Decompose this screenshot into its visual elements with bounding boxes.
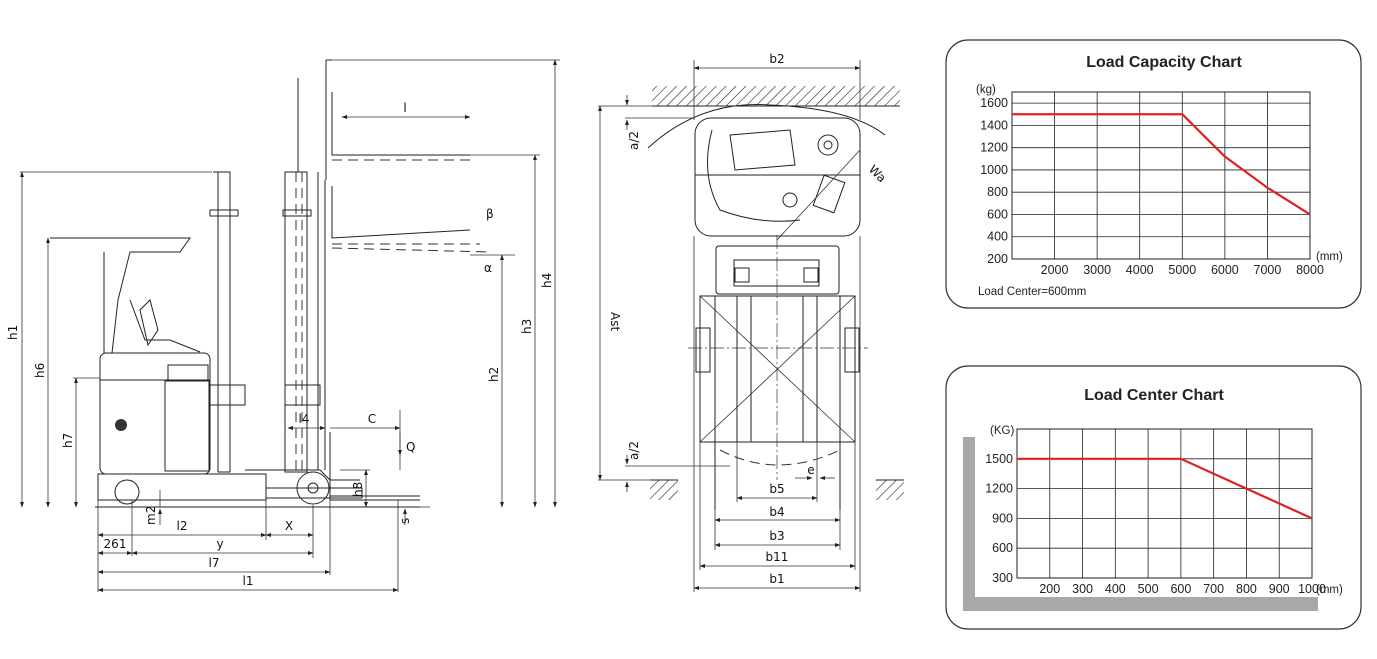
x-tick-label: 500 [1138,582,1159,596]
load-center-chart: 200 300 400 500 600 700 800 900 1000 300 600 900 120… [985,428,1326,596]
dim-c: C [368,412,376,426]
dim-ast: Ast [608,312,622,331]
dim-h6: h6 [33,363,47,378]
side-view-labels: h1 h6 h7 h2 h3 h4 h8 l l4 C Q α β m2 s l… [6,101,554,588]
x-tick-label: 5000 [1168,263,1196,277]
dim-m2: m2 [144,506,158,525]
x-tick-label: 4000 [1126,263,1154,277]
chart-title: Load Capacity Chart [1086,54,1242,71]
dim-b1: b1 [769,572,784,586]
dim-h2: h2 [487,367,501,382]
x-unit-label: (mm) [1316,584,1343,596]
y-tick-label: 1500 [985,452,1013,466]
dim-b11: b11 [766,550,789,564]
load-capacity-chart: 2000 3000 4000 5000 6000 7000 8000 200 400 600 800… [980,91,1324,277]
top-view-labels: b2 Ast a/2 a/2 Wa e b5 b4 b3 b11 b1 [608,52,889,586]
side-view-drawing [20,59,560,592]
capacity-line [1012,113,1311,216]
y-tick-label: 1600 [980,96,1008,110]
x-tick-label: 400 [1105,582,1126,596]
load-center-panel: Load Center Chart (KG) (mm) 200 300 400 500… [945,365,1362,630]
x-tick-label: 300 [1072,582,1093,596]
y-tick-label: 600 [992,541,1013,555]
dim-beta: β [486,207,494,221]
x-tick-label: 3000 [1083,263,1111,277]
y-tick-label: 1000 [980,163,1008,177]
x-tick-label: 8000 [1296,263,1324,277]
x-tick-label: 200 [1039,582,1060,596]
dim-l4: l4 [299,412,310,426]
y-unit-label: (KG) [990,425,1014,437]
x-tick-label: 6000 [1211,263,1239,277]
dim-h7: h7 [61,433,75,448]
x-tick-label: 600 [1170,582,1191,596]
dim-a2-bottom: a/2 [627,441,641,460]
y-tick-label: 600 [987,207,1008,221]
x-tick-label: 2000 [1041,263,1069,277]
dim-b3: b3 [769,529,784,543]
y-tick-label: 200 [987,252,1008,266]
dim-l: l [403,101,406,115]
dim-y: y [216,537,223,551]
chart-title: Load Center Chart [1084,387,1224,404]
dim-l1: l1 [243,574,254,588]
dim-q: Q [406,440,415,454]
y-tick-label: 400 [987,230,1008,244]
dim-b2: b2 [769,52,784,66]
top-view-drawing [598,60,904,592]
dim-wa: Wa [866,162,889,185]
y-tick-label: 900 [992,511,1013,525]
dim-a2-top: a/2 [627,131,641,150]
y-tick-label: 800 [987,185,1008,199]
x-tick-label: 800 [1236,582,1257,596]
load-center-note: Load Center=600mm [978,286,1086,298]
y-tick-label: 1200 [985,482,1013,496]
load-capacity-panel: Load Capacity Chart (kg) (mm) Load Cente… [945,39,1362,309]
y-tick-label: 1400 [980,118,1008,132]
dim-l2: l2 [177,519,188,533]
dim-261: 261 [104,537,127,551]
y-tick-label: 1200 [980,141,1008,155]
dim-l7: l7 [209,556,220,570]
dim-b5: b5 [769,482,784,496]
dim-h1: h1 [6,325,20,340]
capacity-line [1017,457,1313,520]
x-tick-label: 900 [1269,582,1290,596]
x-tick-label: 1000 [1298,582,1326,596]
dim-h3: h3 [520,319,534,334]
dim-h8: h8 [351,482,365,497]
y-tick-label: 300 [992,571,1013,585]
y-unit-label: (kg) [976,84,996,96]
dim-alpha: α [484,261,492,275]
x-tick-label: 700 [1203,582,1224,596]
dim-e: e [807,463,814,477]
dim-b4: b4 [769,505,784,519]
dim-x: X [285,519,293,533]
x-tick-label: 7000 [1254,263,1282,277]
dim-s: s [398,518,412,524]
x-unit-label: (mm) [1316,251,1343,263]
dim-h4: h4 [540,273,554,288]
